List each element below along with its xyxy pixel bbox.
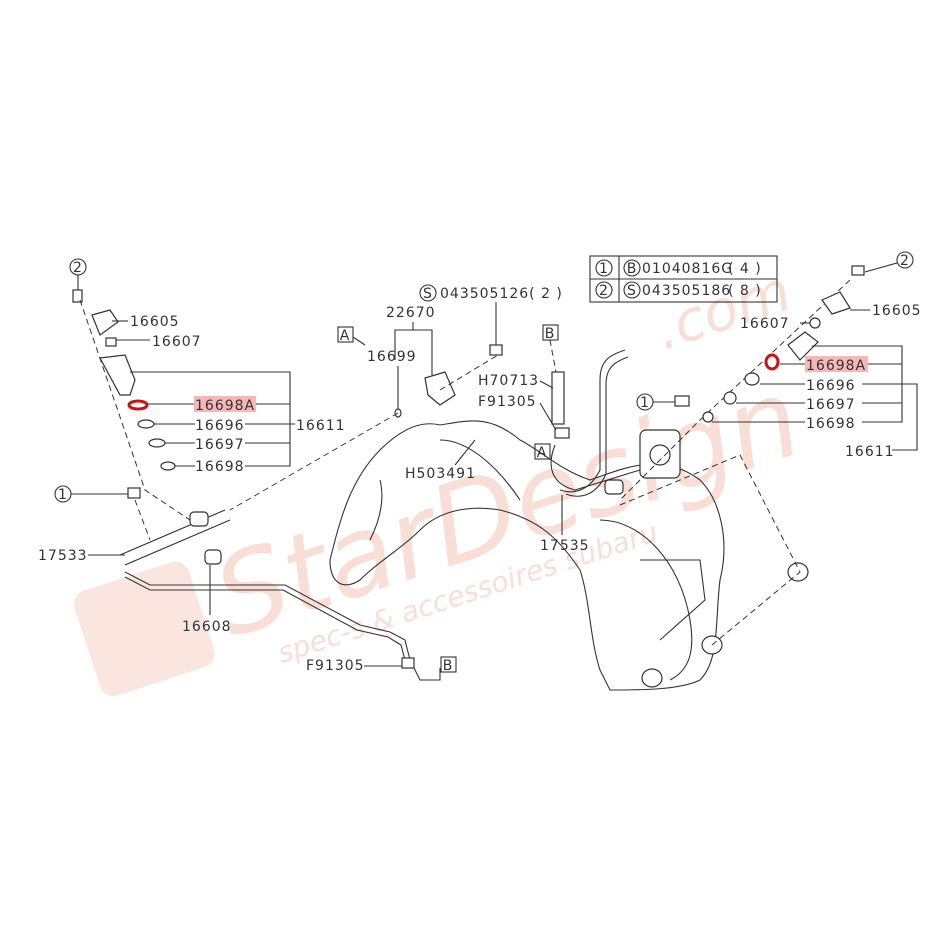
fuel-pipe-drawing xyxy=(119,349,681,669)
label-16607: 16607 xyxy=(740,316,790,332)
label-16697: 16697 xyxy=(195,437,245,453)
label-16698: 16698 xyxy=(806,416,856,432)
label-16608: 16608 xyxy=(182,619,232,635)
bolt-s-icon xyxy=(623,281,641,299)
ref-circle-1-icon xyxy=(595,259,613,277)
legend-kind: B xyxy=(627,261,638,277)
legend-qty: ( 8 ) xyxy=(728,283,762,299)
box-b: B xyxy=(545,326,556,342)
label-043505126: 043505126( 2 ) xyxy=(440,286,563,302)
ref-label: 1 xyxy=(58,487,68,503)
o-ring-16698a-icon xyxy=(127,399,149,411)
highlight xyxy=(194,396,256,412)
legend-qty: ( 4 ) xyxy=(728,261,762,277)
label-16699: 16699 xyxy=(367,349,417,365)
legend-ref: 1 xyxy=(599,261,609,277)
injector-holder-icon xyxy=(91,309,119,336)
label-16605: 16605 xyxy=(130,314,180,330)
label-16605: 16605 xyxy=(872,303,922,319)
label-f91305: F91305 xyxy=(306,658,365,674)
label-f91305: F91305 xyxy=(478,394,537,410)
legend-part: 01040816G xyxy=(642,261,733,277)
label-16607: 16607 xyxy=(152,334,202,350)
box-a: A xyxy=(340,328,351,344)
box-b: B xyxy=(443,658,454,674)
legend-ref: 2 xyxy=(599,283,609,299)
label-16696: 16696 xyxy=(806,378,856,394)
injector-icon xyxy=(99,354,136,396)
legend-table: 1 B 01040816G ( 4 ) 2 S 043505186 ( 8 ) xyxy=(589,255,778,303)
label-h70713: H70713 xyxy=(478,373,539,389)
label-22670: 22670 xyxy=(386,305,436,321)
right-injector-group: 2 16605 16607 16698A 16696 16697 16698 1… xyxy=(619,251,922,501)
label-16698a: 16698A xyxy=(195,398,255,414)
pressure-regulator-icon xyxy=(424,371,456,406)
legend-kind: S xyxy=(627,283,637,299)
ref-circle-2-icon xyxy=(896,251,914,269)
label-16696: 16696 xyxy=(195,418,245,434)
highlight xyxy=(805,356,868,372)
bolt-icon xyxy=(72,289,83,303)
lower-left-callouts: 1 17533 16608 F91305 B xyxy=(38,485,457,681)
label-16698: 16698 xyxy=(195,459,245,475)
label-16611: 16611 xyxy=(845,444,895,460)
intake-manifold-drawing xyxy=(329,420,809,691)
label-17533: 17533 xyxy=(38,548,88,564)
watermark-logo xyxy=(73,561,215,697)
bolt-s-icon xyxy=(419,284,437,302)
label-16698a: 16698A xyxy=(806,358,866,374)
ref-label: 2 xyxy=(900,253,910,269)
bolt-kind: S xyxy=(423,286,433,302)
ref-label: 1 xyxy=(640,395,650,411)
bolt-b-icon xyxy=(623,259,641,277)
legend-part: 043505186 xyxy=(642,283,731,299)
o-ring-16698a-icon xyxy=(764,353,780,371)
center-callouts: S 043505126( 2 ) 22670 16699 A B A H7071… xyxy=(229,284,690,554)
label-h503491: H503491 xyxy=(405,466,476,482)
box-a: A xyxy=(537,445,548,461)
label-17535: 17535 xyxy=(540,538,590,554)
ref-circle-2-icon xyxy=(595,281,613,299)
ref-label: 2 xyxy=(73,260,83,276)
left-injector-group: 2 16605 16607 16698A 16696 16697 16698 1… xyxy=(69,258,346,521)
label-16611: 16611 xyxy=(296,418,346,434)
label-16697: 16697 xyxy=(806,397,856,413)
